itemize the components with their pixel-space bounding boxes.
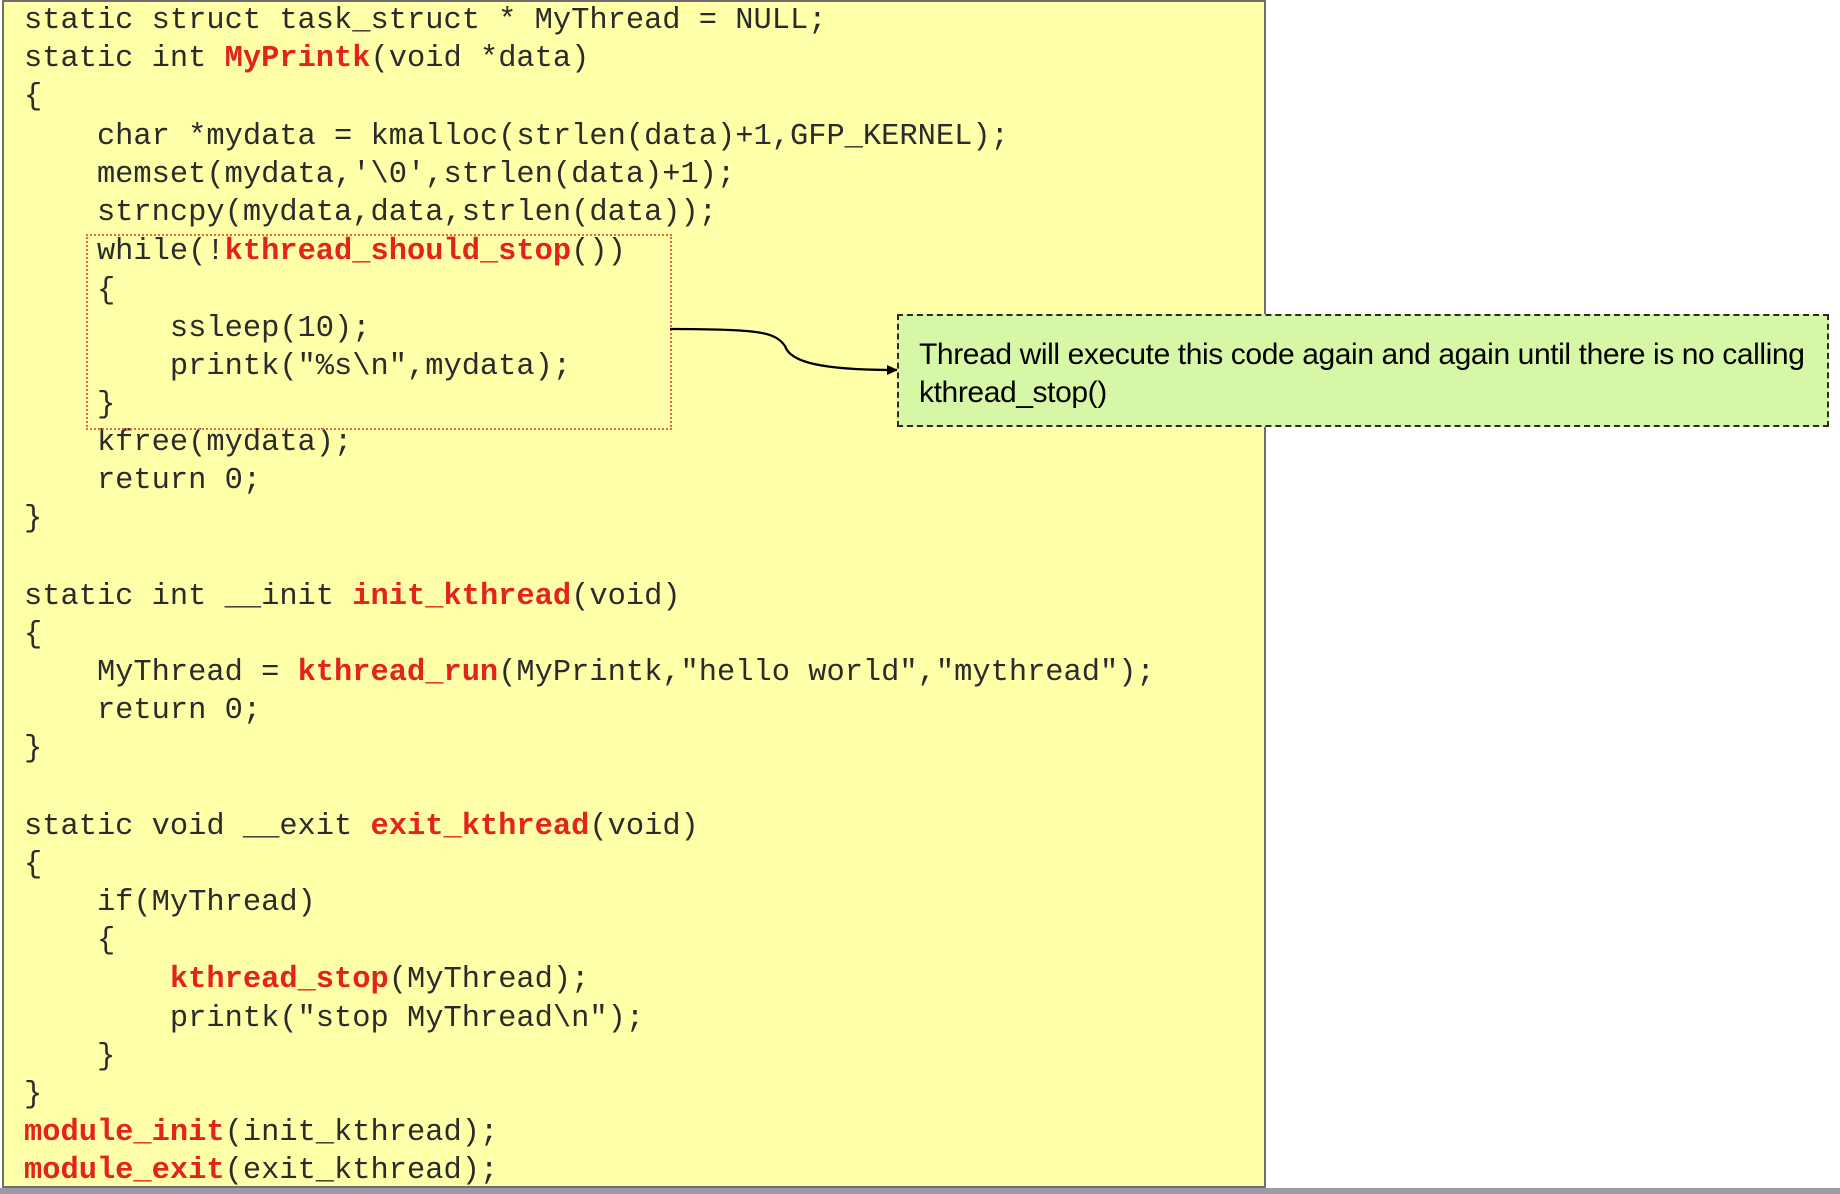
- code-text: }: [24, 388, 116, 422]
- code-keyword: module_init: [24, 1116, 225, 1150]
- code-line: }: [24, 1038, 115, 1076]
- code-line: if(MyThread): [24, 884, 316, 922]
- code-text: return 0;: [24, 464, 262, 498]
- code-line: }: [24, 1076, 42, 1114]
- code-text: (init_kthread);: [224, 1116, 499, 1150]
- code-line: }: [24, 500, 42, 538]
- code-text: while(!: [24, 235, 225, 269]
- code-line: }: [24, 730, 42, 768]
- code-text: }: [24, 1040, 116, 1074]
- code-text: (MyThread);: [388, 963, 590, 997]
- code-line: char *mydata = kmalloc(strlen(data)+1,GF…: [24, 118, 1009, 156]
- code-text: kfree(mydata);: [24, 426, 353, 460]
- code-keyword: module_exit: [24, 1154, 225, 1188]
- code-line: {: [24, 78, 42, 116]
- code-line: module_exit(exit_kthread);: [24, 1152, 498, 1190]
- code-keyword: init_kthread: [352, 580, 572, 614]
- code-text: (void): [571, 580, 681, 614]
- code-line: MyThread = kthread_run(MyPrintk,"hello w…: [24, 654, 1155, 692]
- code-keyword: MyPrintk: [224, 42, 371, 76]
- code-line: {: [24, 272, 115, 310]
- code-text: {: [24, 924, 116, 958]
- callout-text: Thread will execute this code again and …: [919, 338, 1805, 409]
- code-text: ssleep(10);: [24, 312, 371, 346]
- code-text: {: [24, 618, 43, 652]
- code-text: memset(mydata,'\0',strlen(data)+1);: [24, 158, 736, 192]
- code-text: (exit_kthread);: [224, 1154, 499, 1188]
- code-keyword: kthread_should_stop: [224, 235, 572, 269]
- code-text: printk("%s\n",mydata);: [24, 350, 572, 384]
- code-line: {: [24, 616, 42, 654]
- code-text: return 0;: [24, 694, 262, 728]
- code-line: {: [24, 922, 115, 960]
- code-line: }: [24, 386, 115, 424]
- code-line: memset(mydata,'\0',strlen(data)+1);: [24, 156, 735, 194]
- code-keyword: kthread_run: [297, 656, 499, 690]
- code-text: MyThread =: [24, 656, 298, 690]
- loop-highlight-box: [86, 234, 672, 430]
- code-text: {: [24, 274, 116, 308]
- code-line: {: [24, 846, 42, 884]
- code-line: kthread_stop(MyThread);: [24, 961, 589, 999]
- code-line: static void __exit exit_kthread(void): [24, 808, 699, 846]
- code-line: ssleep(10);: [24, 310, 371, 348]
- code-text: (void *data): [370, 42, 590, 76]
- code-line: printk("%s\n",mydata);: [24, 348, 571, 386]
- code-text: strncpy(mydata,data,strlen(data));: [24, 196, 718, 230]
- code-text: {: [24, 80, 43, 114]
- code-keyword: kthread_stop: [169, 963, 389, 997]
- code-line: module_init(init_kthread);: [24, 1114, 498, 1152]
- code-text: (void): [589, 810, 699, 844]
- code-line: return 0;: [24, 692, 261, 730]
- code-keyword: exit_kthread: [370, 810, 590, 844]
- code-line: while(!kthread_should_stop()): [24, 233, 626, 271]
- code-line: return 0;: [24, 462, 261, 500]
- code-line: kfree(mydata);: [24, 424, 352, 462]
- code-line: static struct task_struct * MyThread = N…: [24, 2, 826, 40]
- code-line: strncpy(mydata,data,strlen(data));: [24, 194, 717, 232]
- code-text: }: [24, 1078, 43, 1112]
- code-text: static struct task_struct * MyThread = N…: [24, 4, 827, 38]
- code-line: static int __init init_kthread(void): [24, 578, 681, 616]
- code-text: ()): [571, 235, 626, 269]
- code-text: {: [24, 848, 43, 882]
- code-text: [24, 963, 170, 997]
- callout-note: Thread will execute this code again and …: [897, 314, 1829, 427]
- code-text: printk("stop MyThread\n");: [24, 1002, 645, 1036]
- code-text: if(MyThread): [24, 886, 316, 920]
- code-text: char *mydata = kmalloc(strlen(data)+1,GF…: [24, 120, 1009, 154]
- bottom-edge: [0, 1188, 1840, 1194]
- code-line: printk("stop MyThread\n");: [24, 1000, 644, 1038]
- code-text: (MyPrintk,"hello world","mythread");: [498, 656, 1155, 690]
- code-text: }: [24, 732, 43, 766]
- code-panel: static struct task_struct * MyThread = N…: [2, 0, 1266, 1188]
- code-text: }: [24, 502, 43, 536]
- code-line: static int MyPrintk(void *data): [24, 40, 589, 78]
- code-text: static int __init: [24, 580, 353, 614]
- code-text: static void __exit: [24, 810, 371, 844]
- code-text: static int: [24, 42, 225, 76]
